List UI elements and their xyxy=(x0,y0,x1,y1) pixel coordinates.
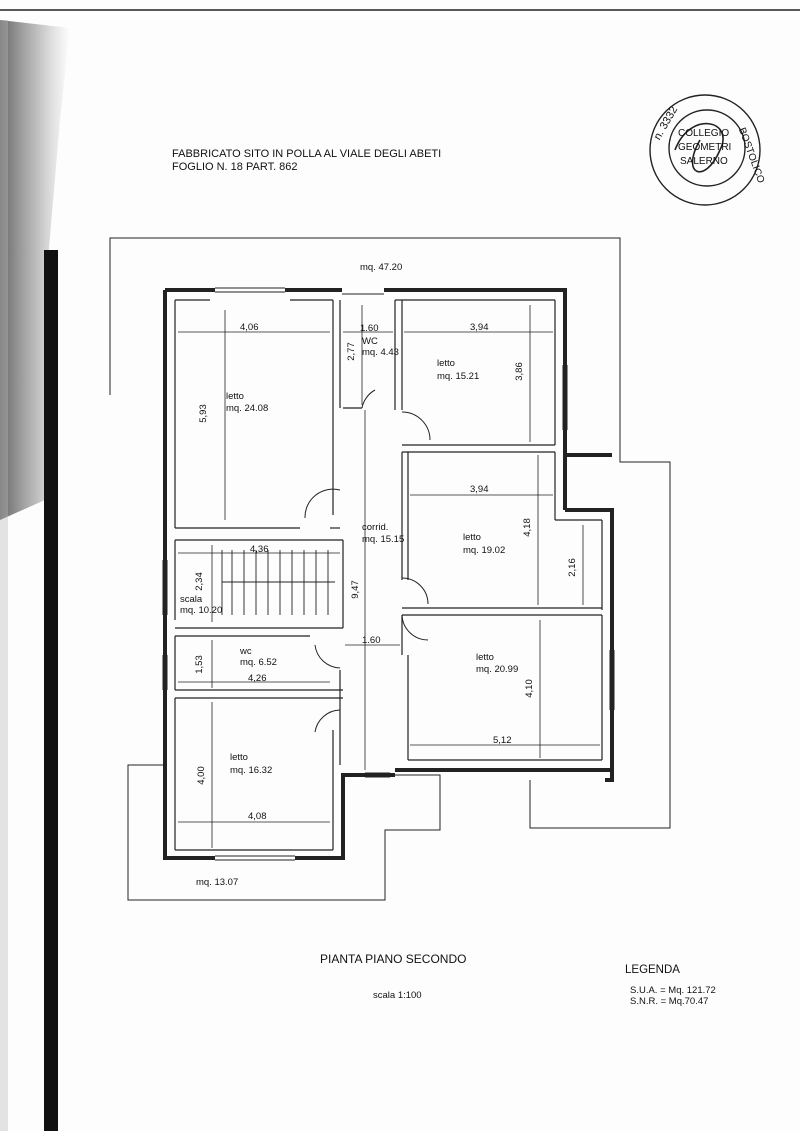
room-scala-width: 4,36 xyxy=(250,544,269,555)
room-letto-e-name: letto xyxy=(230,752,248,763)
room-scala-area: mq. 10.20 xyxy=(180,605,223,616)
room-corridor-area: mq. 15.15 xyxy=(362,534,405,545)
room-letto-a-height: 5,93 xyxy=(197,404,209,423)
room-letto-d-width: 5,12 xyxy=(493,735,512,746)
room-letto-c-height2: 2,16 xyxy=(566,558,578,577)
terrace-bottom-area: mq. 13.07 xyxy=(196,877,239,888)
room-wc-b-area: mq. 6.52 xyxy=(240,657,277,668)
room-letto-d-name: letto xyxy=(476,652,494,663)
stamp-line3: SALERNO xyxy=(680,156,728,167)
room-scala-height: 2,34 xyxy=(193,572,205,591)
staircase xyxy=(221,550,335,615)
room-wc-b-name: wc xyxy=(240,646,252,657)
room-letto-e-height: 4,00 xyxy=(195,766,207,785)
room-letto-c-area: mq. 19.02 xyxy=(463,545,506,556)
room-wc-a-name: WC xyxy=(362,336,378,347)
room-letto-a-name: letto xyxy=(226,391,244,402)
room-corridor-name: corrid. xyxy=(362,522,389,533)
room-wc-a-area: mq. 4.43 xyxy=(362,347,399,358)
room-letto-d-height: 4,10 xyxy=(523,679,535,698)
plan-title: PIANTA PIANO SECONDO xyxy=(320,952,467,966)
room-wc-a-height: 2,77 xyxy=(345,342,357,361)
plan-scale: scala 1:100 xyxy=(373,990,422,1001)
legend-snr: S.N.R. = Mq.70.47 xyxy=(630,996,709,1007)
terrace-outline xyxy=(109,237,671,901)
door-swings xyxy=(304,389,431,733)
room-letto-c-name: letto xyxy=(463,532,481,543)
interior-walls xyxy=(174,299,603,851)
room-letto-a-width: 4,06 xyxy=(240,322,259,333)
legend-title: LEGENDA xyxy=(625,964,680,976)
stamp-line2: GEOMETRI xyxy=(678,142,732,153)
legend-sua: S.U.A. = Mq. 121.72 xyxy=(630,985,716,996)
room-letto-b-width: 3,94 xyxy=(470,322,489,333)
room-wc-b-width: 4,26 xyxy=(248,673,267,684)
scan-edge-shadow xyxy=(0,20,70,1131)
room-letto-e-area: mq. 16.32 xyxy=(230,765,273,776)
windows xyxy=(162,287,615,861)
room-letto-b-height: 3,86 xyxy=(513,362,525,381)
room-wc-b-height: 1,53 xyxy=(193,655,205,674)
room-letto-e-width: 4,08 xyxy=(248,811,267,822)
room-letto-b-name: letto xyxy=(437,358,455,369)
cadastral-reference: FOGLIO N. 18 PART. 862 xyxy=(172,161,298,173)
professional-stamp xyxy=(649,94,761,206)
room-scala-name: scala xyxy=(180,594,203,605)
exterior-walls xyxy=(163,288,614,860)
dimension-lines xyxy=(178,305,600,848)
room-letto-a-area: mq. 24.08 xyxy=(226,403,269,414)
room-letto-d-area: mq. 20.99 xyxy=(476,664,519,675)
terrace-top-area: mq. 47.20 xyxy=(360,262,403,273)
room-corridor-height: 9,47 xyxy=(349,580,361,599)
room-letto-c-height: 4,18 xyxy=(521,518,533,537)
room-corridor-width: 1.60 xyxy=(362,635,381,646)
stamp-line1: COLLEGIO xyxy=(678,128,730,139)
room-wc-a-width: 1.60 xyxy=(360,323,379,334)
property-location: FABBRICATO SITO IN POLLA AL VIALE DEGLI … xyxy=(172,148,442,160)
room-letto-c-width: 3,94 xyxy=(470,484,489,495)
room-letto-b-area: mq. 15.21 xyxy=(437,371,480,382)
